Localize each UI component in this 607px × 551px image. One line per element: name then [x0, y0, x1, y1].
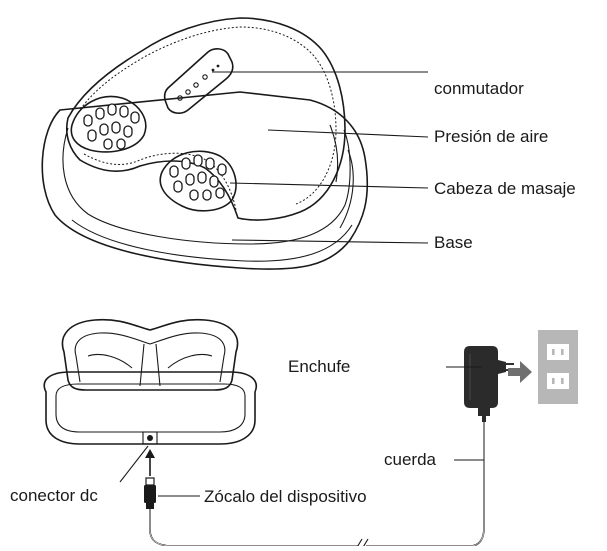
control-panel	[163, 48, 234, 114]
label-plug: Enchufe	[288, 357, 351, 376]
label-air-pressure: Presión de aire	[434, 127, 549, 146]
left-opening	[70, 95, 147, 153]
label-switch: conmutador	[434, 79, 524, 98]
right-massage-nodes	[169, 154, 227, 201]
label-cord: cuerda	[384, 450, 436, 469]
arrow-right-icon	[508, 361, 532, 383]
top-cover-fold-l	[87, 353, 133, 369]
dc-socket-pin	[147, 435, 153, 441]
label-base: Base	[434, 233, 473, 252]
cover-body	[65, 17, 346, 221]
tray	[43, 371, 257, 445]
cover-stitch-2	[83, 152, 237, 211]
foot-massager-illustration	[41, 17, 369, 270]
top-cover-fold-r	[167, 353, 213, 369]
base-side-detail-2	[329, 124, 339, 183]
left-massage-nodes	[83, 103, 140, 150]
cord-inner	[149, 420, 485, 547]
top-cover	[61, 318, 239, 391]
dc-connector-plug	[144, 477, 156, 509]
tray-rim	[55, 383, 246, 433]
arrow-up-icon	[145, 449, 155, 476]
cover-stitch	[75, 26, 337, 205]
cord	[149, 419, 485, 547]
leader-massage-head	[229, 182, 429, 189]
wall-outlet-icon	[538, 330, 578, 404]
base-bottom-edge	[71, 219, 353, 262]
right-opening	[159, 150, 237, 212]
leader-dc-connector	[119, 445, 149, 483]
label-device-socket: Zócalo del dispositivo	[204, 487, 367, 506]
dc-socket	[142, 431, 158, 445]
top-cover-center	[139, 343, 161, 387]
cord-break	[355, 538, 369, 550]
leader-base	[231, 239, 429, 244]
label-massage-head: Cabeza de masaje	[434, 179, 576, 198]
top-cover-inner	[74, 332, 226, 383]
leader-air-pressure	[267, 129, 429, 138]
base-outer	[41, 91, 369, 270]
power-adapter-icon	[464, 346, 514, 422]
label-dc-connector: conector dc	[10, 486, 98, 505]
base-side-detail	[339, 149, 354, 229]
base-rim	[62, 127, 351, 245]
massager-top-view	[43, 318, 257, 445]
